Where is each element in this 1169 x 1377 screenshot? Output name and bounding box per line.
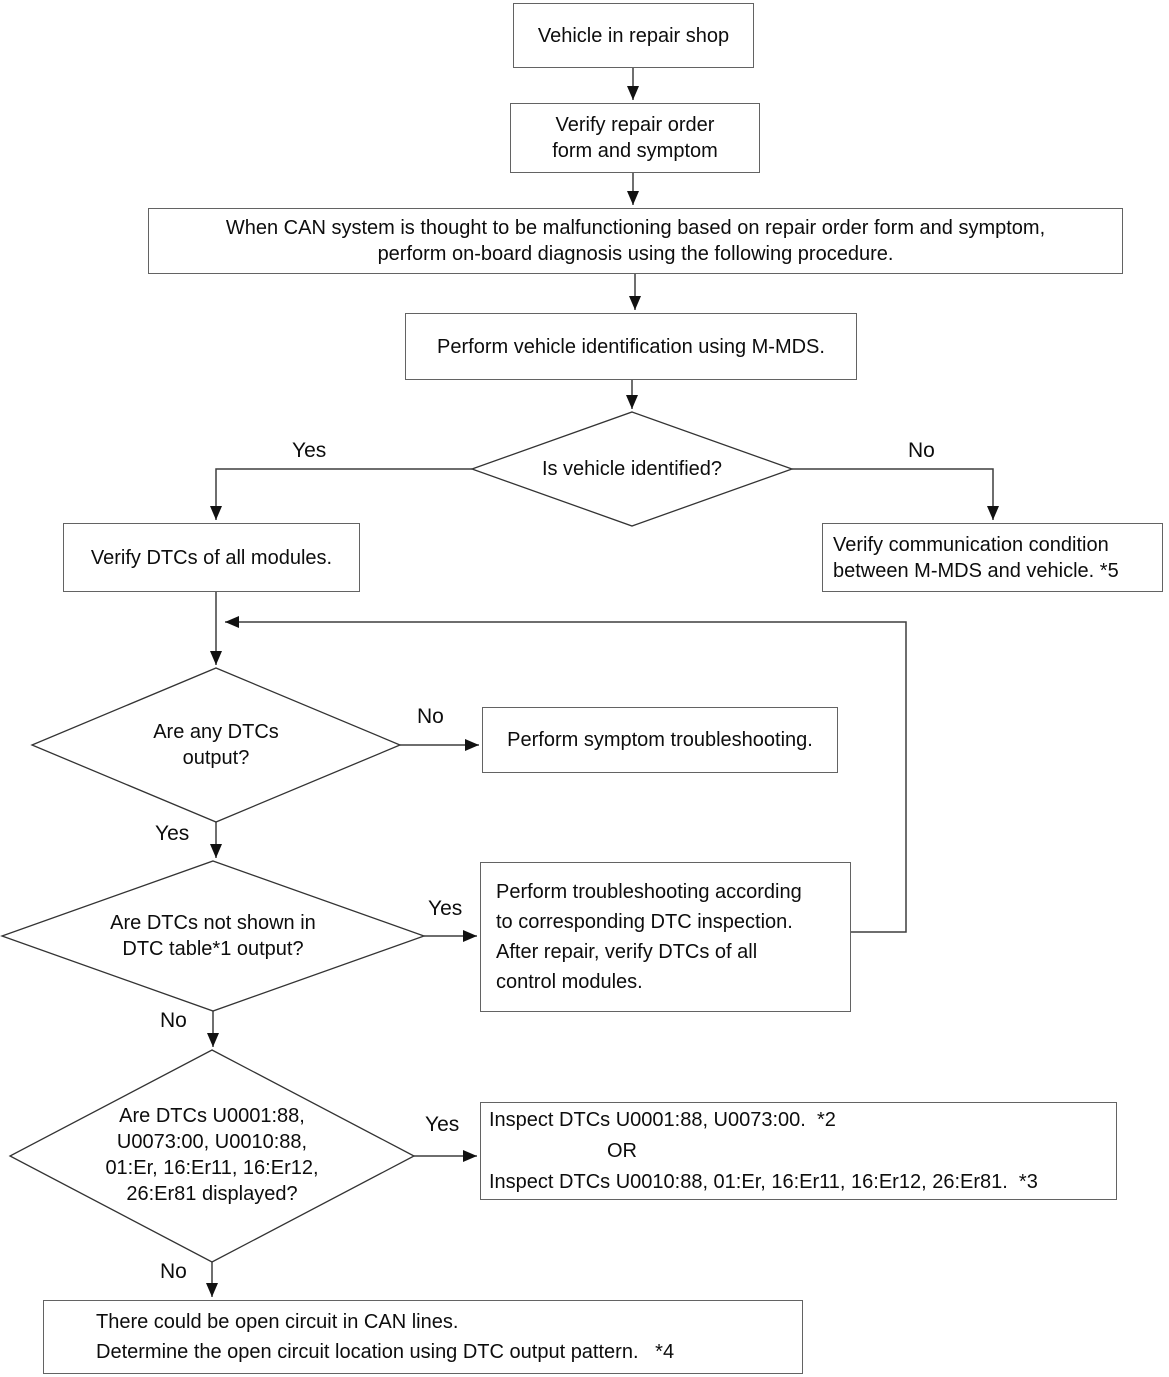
node-perform-dtc-troubleshooting: Perform troubleshooting according to cor…: [480, 862, 851, 1012]
node-perform-symptom-troubleshooting: Perform symptom troubleshooting.: [482, 707, 838, 773]
edge-label-dtcs-output-no: No: [417, 705, 444, 728]
node-verify-communication-condition: Verify communication condition between M…: [822, 523, 1163, 592]
edge-label-not-shown-yes: Yes: [428, 897, 463, 920]
node-verify-repair-order: Verify repair order form and symptom: [510, 103, 760, 173]
inspect-dtcs-line-1: Inspect DTCs U0001:88, U0073:00. *2: [489, 1108, 836, 1131]
edge-label-displayed-yes: Yes: [425, 1113, 460, 1136]
node-inspect-dtcs: Inspect DTCs U0001:88, U0073:00. *2 OR I…: [480, 1102, 1117, 1200]
edge-label-identified-yes: Yes: [292, 439, 327, 462]
node-vehicle-in-repair-shop: Vehicle in repair shop: [513, 3, 754, 68]
decision-dtcs-not-shown-shape: [0, 860, 426, 1012]
decision-dtcs-displayed-shape: [8, 1049, 416, 1263]
decision-is-vehicle-identified-label: Is vehicle identified?: [541, 458, 723, 480]
node-open-circuit: There could be open circuit in CAN lines…: [43, 1300, 803, 1374]
inspect-dtcs-line-2: Inspect DTCs U0010:88, 01:Er, 16:Er11, 1…: [489, 1170, 1038, 1193]
edge-label-identified-no: No: [908, 439, 935, 462]
edge-label-not-shown-no: No: [160, 1009, 187, 1032]
decision-dtcs-displayed-label: Are DTCs U0001:88, U0073:00, U0010:88, 0…: [105, 1105, 319, 1205]
decision-any-dtcs-output-label: Are any DTCs output?: [153, 721, 279, 769]
decision-dtcs-not-shown-label: Are DTCs not shown in DTC table*1 output…: [110, 912, 316, 960]
node-when-can-malfunctioning: When CAN system is thought to be malfunc…: [148, 208, 1123, 274]
edge-label-displayed-no: No: [160, 1260, 187, 1283]
node-verify-dtcs-all-modules: Verify DTCs of all modules.: [63, 523, 360, 592]
node-perform-vehicle-identification: Perform vehicle identification using M-M…: [405, 313, 857, 380]
edge-label-dtcs-output-yes: Yes: [155, 822, 190, 845]
inspect-dtcs-or: OR: [607, 1139, 637, 1162]
decision-any-dtcs-output-shape: [30, 667, 402, 823]
decision-is-vehicle-identified-shape: [470, 411, 794, 527]
